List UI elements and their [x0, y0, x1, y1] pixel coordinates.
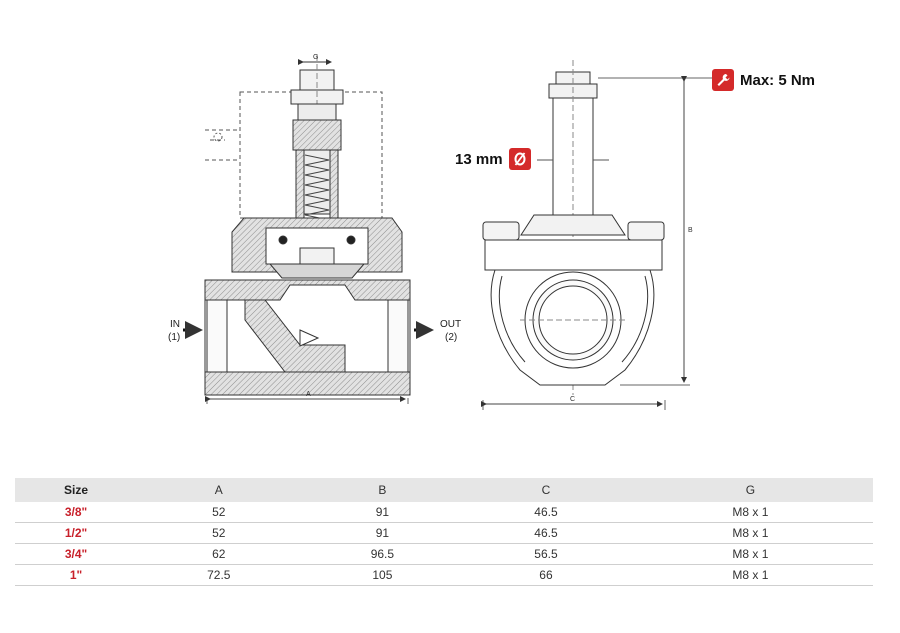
wrench-size-callout: 13 mm [455, 148, 531, 170]
dim-a-cell: 62 [137, 543, 301, 565]
dim-a-cell: 52 [137, 502, 301, 523]
side-view [481, 60, 712, 410]
table-header-row: Size A B C G [15, 478, 873, 502]
dim-a-label: A [306, 391, 311, 398]
diameter-icon [508, 148, 531, 170]
dim-g-label: G [313, 54, 318, 61]
inlet-label: IN [170, 319, 180, 330]
dim-g-cell: M8 x 1 [627, 502, 873, 523]
header-g: G [627, 478, 873, 502]
inlet-port-label: (1) [168, 332, 180, 343]
dim-a-cell: 52 [137, 522, 301, 544]
dim-b-cell: 91 [300, 502, 465, 523]
dim-b-cell: 91 [300, 522, 465, 544]
dim-b-cell: 105 [300, 564, 465, 586]
dim-g-cell: M8 x 1 [627, 543, 873, 565]
torque-callout: Max: 5 Nm [712, 69, 815, 91]
size-cell: 3/8" [15, 502, 137, 523]
outlet-label: OUT [440, 319, 461, 330]
header-b: B [300, 478, 465, 502]
torque-value: Max: 5 Nm [740, 71, 816, 89]
header-size: Size [15, 478, 137, 502]
wrench-icon [712, 69, 734, 91]
dim-c-cell: 46.5 [464, 522, 628, 544]
dim-c-cell: 46.5 [464, 502, 628, 523]
dim-b-label: B [688, 227, 693, 234]
dimensions-table: Size A B C G 3/8" 52 91 46.5 M8 x 1 1/2"… [15, 478, 873, 586]
table-row: 1/2" 52 91 46.5 M8 x 1 [15, 522, 873, 544]
valve-technical-drawing: G A IN (1) OUT (2) B [168, 54, 712, 410]
size-cell: 1" [15, 564, 137, 586]
dim-c-cell: 66 [464, 564, 628, 586]
dim-b-cell: 96.5 [300, 543, 465, 565]
table-row: 3/8" 52 91 46.5 M8 x 1 [15, 502, 873, 523]
header-a: A [137, 478, 301, 502]
dim-g-cell: M8 x 1 [627, 564, 873, 586]
dim-a-cell: 72.5 [137, 564, 301, 586]
dim-c-cell: 56.5 [464, 543, 628, 565]
outlet-port-label: (2) [445, 332, 457, 343]
dim-g-cell: M8 x 1 [627, 522, 873, 544]
dim-c-label: C [570, 396, 575, 403]
table-row: 1" 72.5 105 66 M8 x 1 [15, 564, 873, 586]
wrench-size-value: 13 mm [455, 150, 503, 168]
size-cell: 3/4" [15, 543, 137, 565]
table-row: 3/4" 62 96.5 56.5 M8 x 1 [15, 543, 873, 565]
section-view [183, 55, 434, 404]
header-c: C [464, 478, 628, 502]
size-cell: 1/2" [15, 522, 137, 544]
